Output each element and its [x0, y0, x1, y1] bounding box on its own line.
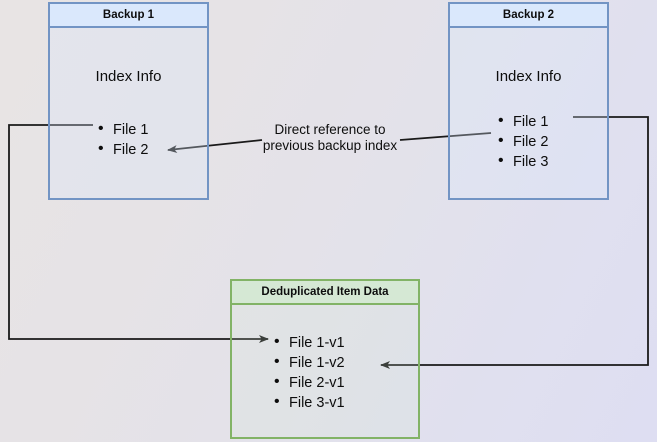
backup-1-index-info-label: Index Info [95, 68, 162, 85]
list-item: File 1 [96, 119, 148, 140]
node-backup-2-header: Backup 2 [450, 4, 607, 28]
node-deduplicated-item-data[interactable]: Deduplicated Item Data File 1-v1 File 1-… [230, 279, 420, 439]
list-item: File 2-v1 [272, 372, 345, 393]
annotation-line-2: previous backup index [262, 138, 398, 153]
list-item: File 1-v1 [272, 332, 345, 353]
node-dedup-body: File 1-v1 File 1-v2 File 2-v1 File 3-v1 [232, 305, 418, 437]
list-item: File 2 [96, 139, 148, 160]
node-backup-1-header: Backup 1 [50, 4, 207, 28]
annotation-line-1: Direct reference to [274, 122, 386, 137]
list-item: File 1-v2 [272, 352, 345, 373]
backup-1-file-list: File 1 File 2 [96, 119, 148, 160]
annotation-direct-reference: Direct reference to previous backup inde… [250, 122, 410, 154]
list-item: File 3-v1 [272, 392, 345, 413]
node-backup-2[interactable]: Backup 2 Index Info File 1 File 2 File 3 [448, 2, 609, 200]
node-backup-1-body: Index Info File 1 File 2 [50, 28, 207, 198]
node-backup-1[interactable]: Backup 1 Index Info File 1 File 2 [48, 2, 209, 200]
backup-2-index-info-label: Index Info [495, 68, 562, 85]
backup-2-file-list: File 1 File 2 File 3 [496, 111, 548, 172]
list-item: File 2 [496, 131, 548, 152]
list-item: File 3 [496, 151, 548, 172]
dedup-file-list: File 1-v1 File 1-v2 File 2-v1 File 3-v1 [272, 332, 345, 413]
node-backup-2-body: Index Info File 1 File 2 File 3 [450, 28, 607, 198]
node-dedup-header: Deduplicated Item Data [232, 281, 418, 305]
list-item: File 1 [496, 111, 548, 132]
